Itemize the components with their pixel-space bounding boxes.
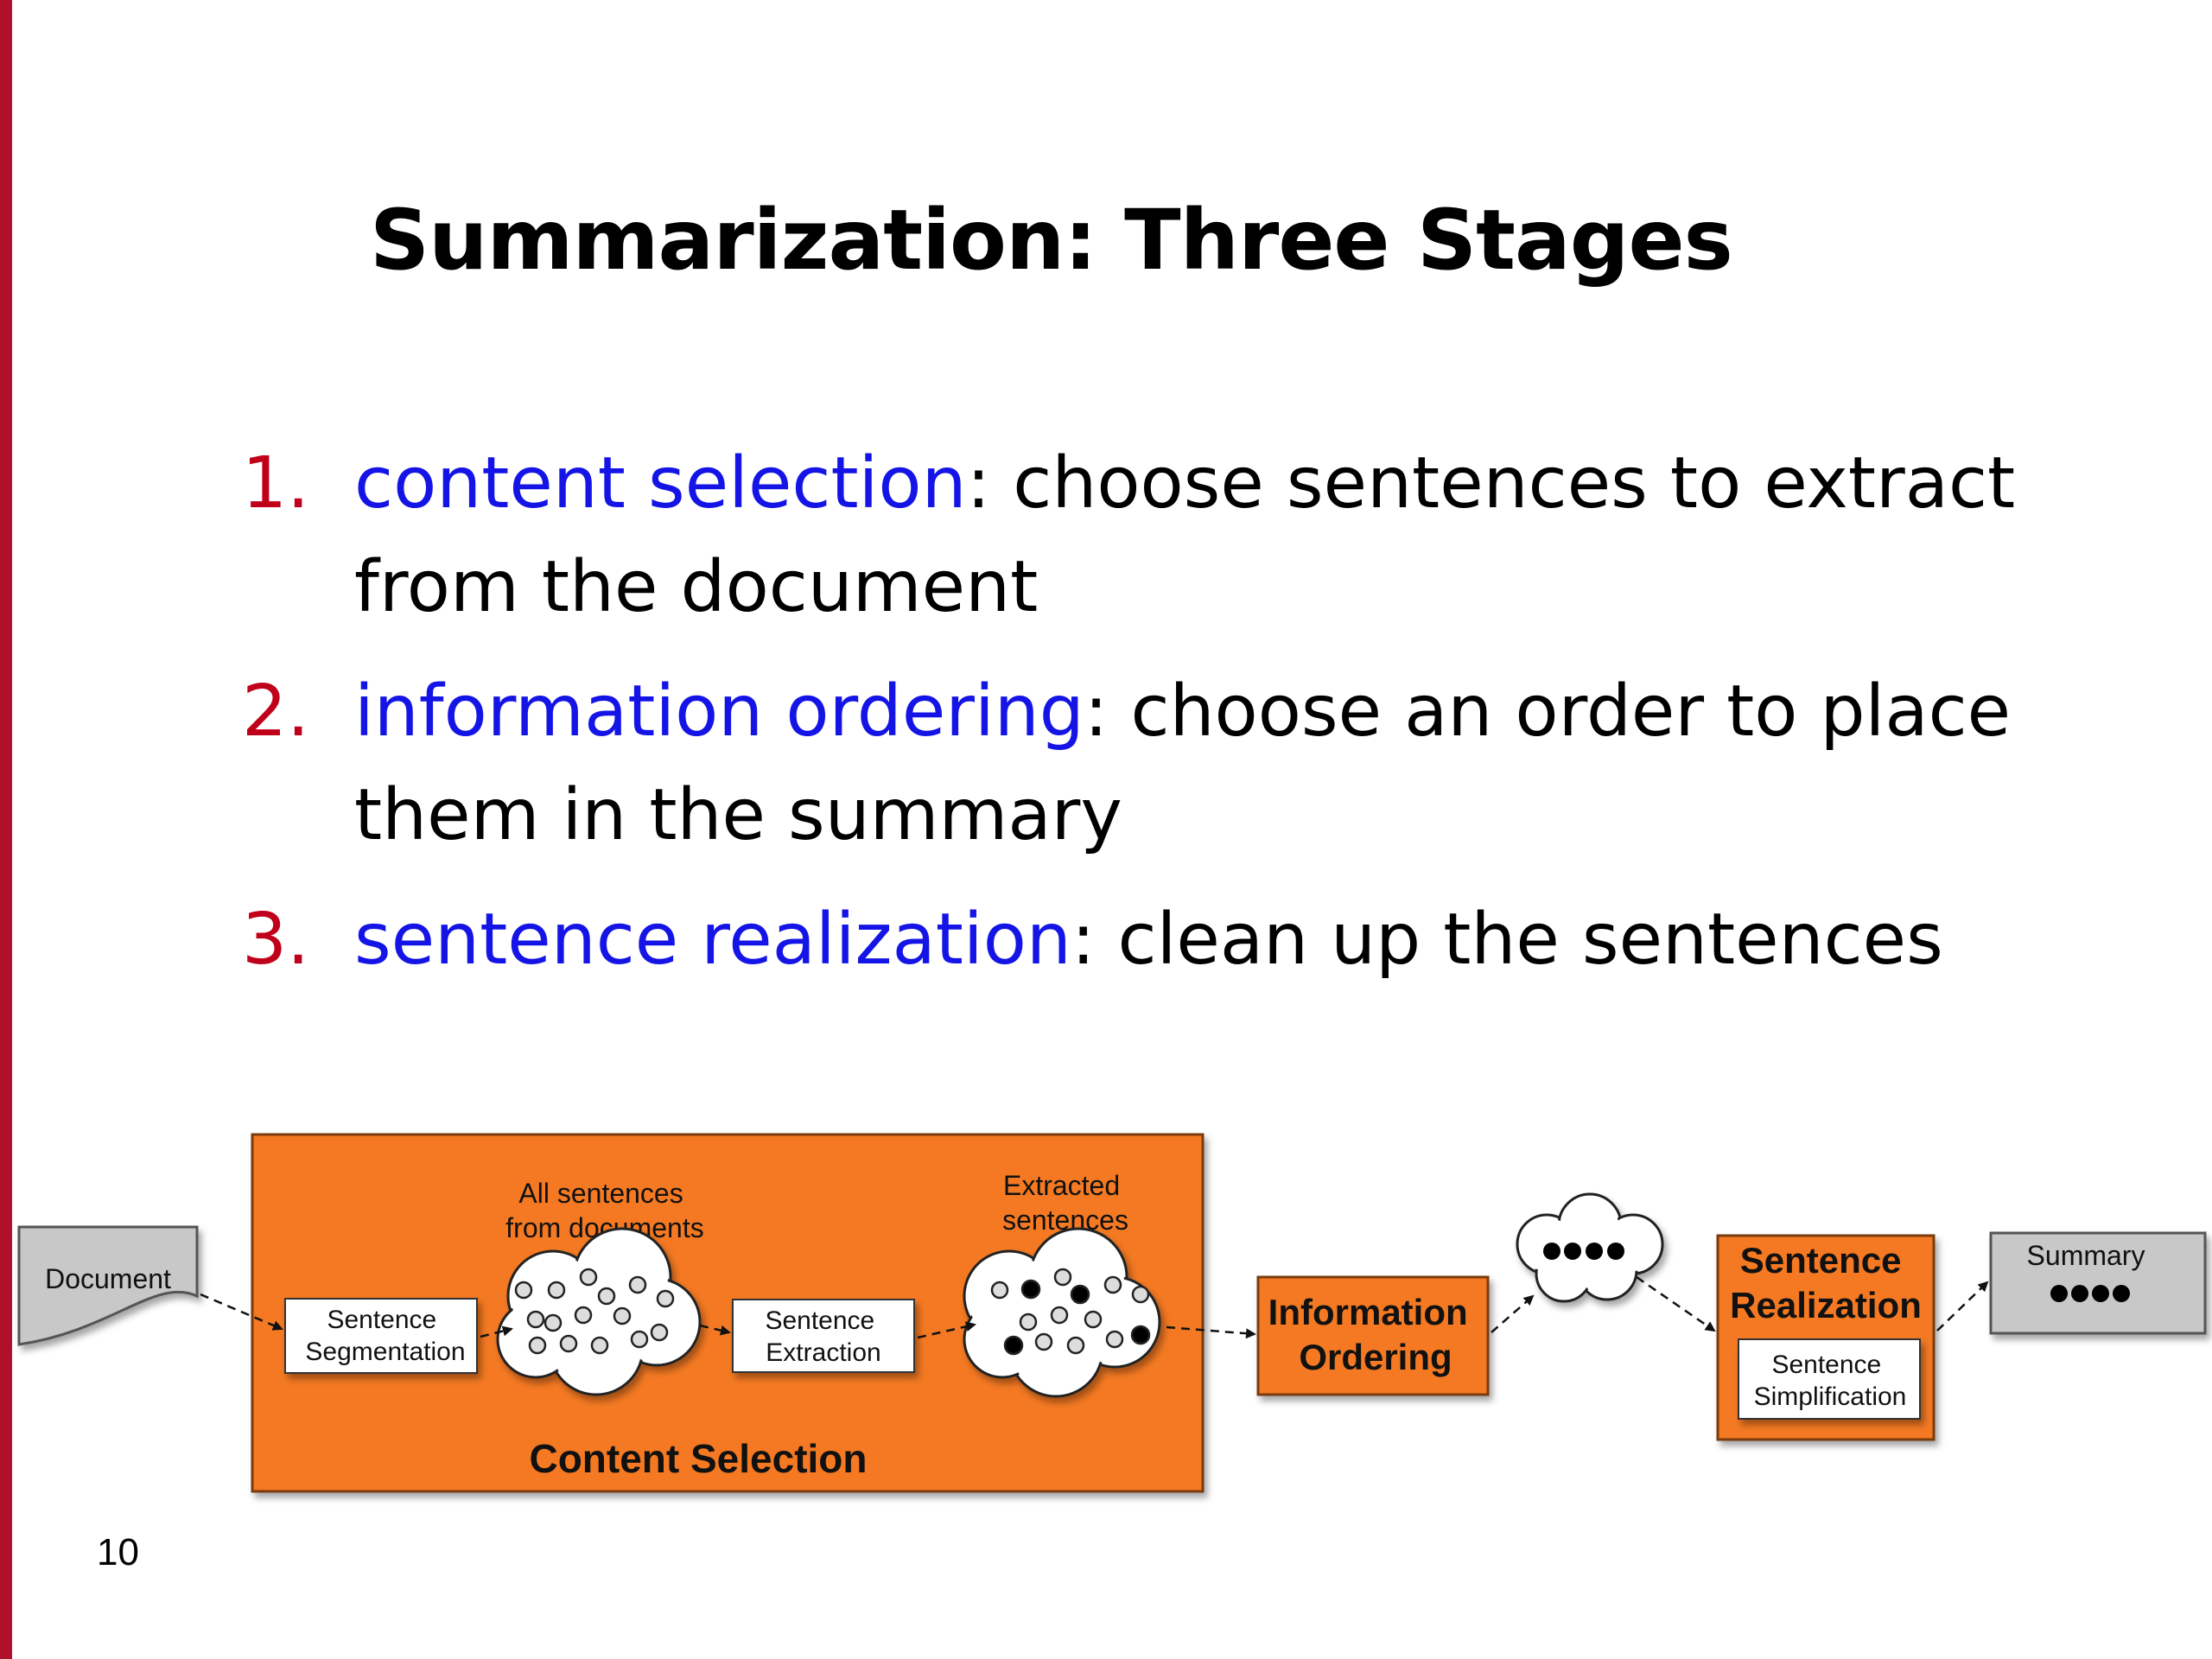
document-shape <box>17 1225 199 1346</box>
all-sentences-label: All sentences from documents <box>505 1178 703 1243</box>
bullet-description: : choose an order to place them in the s… <box>354 671 2012 856</box>
bullet-item: 2. information ordering: choose an order … <box>242 660 2056 868</box>
bullet-description: : choose sentences to extract from the d… <box>354 442 2016 628</box>
arrow-ordering-to-cloud <box>1491 1294 1535 1333</box>
information-ordering-box <box>1256 1275 1490 1396</box>
sentence-simplification-label: Sentence Simplification <box>1754 1351 1907 1411</box>
bullet-list: 1. content selection: choose sentences to… <box>242 432 2056 1013</box>
arrow-cloud-to-realization <box>1636 1275 1716 1332</box>
sentence-extraction-box <box>732 1299 915 1373</box>
slide-title: Summarization: Three Stages <box>370 192 1733 289</box>
bullet-item: 3. sentence realization: clean up the sen… <box>242 888 2056 992</box>
bullet-term: content selection <box>354 442 967 524</box>
content-selection-label: Content Selection <box>529 1436 867 1481</box>
bullet-number: 2. <box>242 671 310 753</box>
bullet-number: 3. <box>242 899 310 981</box>
arrow-content-selection-to-ordering <box>1166 1325 1256 1339</box>
sentence-simplification-box <box>1738 1338 1921 1420</box>
summary-dots <box>2050 1285 2130 1302</box>
bullet-term: sentence realization <box>354 899 1071 981</box>
information-ordering-label: Information Ordering <box>1268 1292 1478 1377</box>
arrow-cloud-to-extraction <box>699 1324 731 1336</box>
sentence-segmentation-box <box>284 1298 478 1374</box>
ordered-sentences-cloud <box>1516 1192 1664 1303</box>
bullet-term: information ordering <box>354 671 1084 753</box>
summary-label: Summary <box>2027 1240 2145 1271</box>
sentence-segmentation-label: Sentence Segmentation <box>305 1306 465 1366</box>
slide-accent-bar <box>0 0 12 1659</box>
sentence-realization-label: Sentence Realization <box>1730 1240 1922 1325</box>
bullet-description: : clean up the sentences <box>1071 899 1943 981</box>
bullet-item: 1. content selection: choose sentences to… <box>242 432 2056 639</box>
arrow-realization-to-summary <box>1936 1281 1989 1332</box>
arrow-segmentation-to-cloud <box>480 1325 513 1338</box>
extracted-sentences-label: Extracted sentences <box>1002 1170 1128 1236</box>
extracted-sentences-cloud <box>963 1227 1161 1398</box>
summary-box <box>1989 1231 2207 1335</box>
flow-arrows <box>200 1275 1989 1339</box>
arrow-extraction-to-cloud <box>917 1321 976 1339</box>
document-label: Document <box>45 1263 171 1294</box>
page-number: 10 <box>97 1531 139 1573</box>
sentence-extraction-label: Sentence Extraction <box>765 1306 881 1367</box>
arrow-document-to-segmentation <box>200 1293 283 1331</box>
bullet-number: 1. <box>242 442 310 524</box>
all-sentences-cloud <box>496 1227 702 1396</box>
